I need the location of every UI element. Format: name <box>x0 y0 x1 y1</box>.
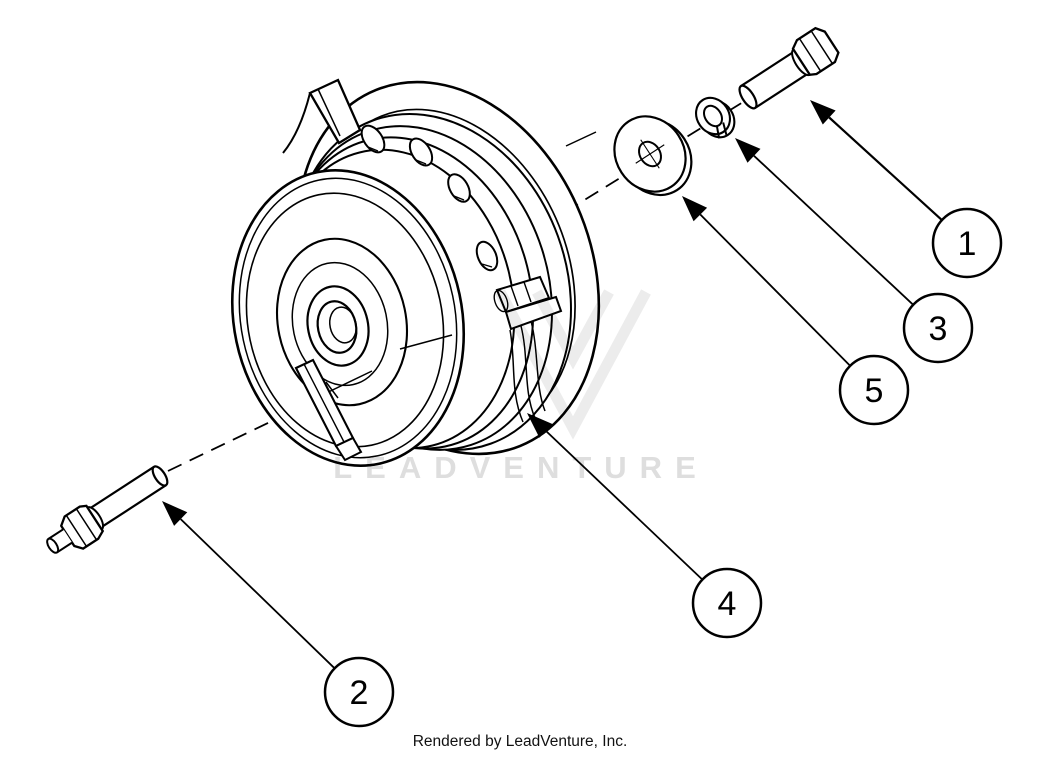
flange-holes <box>360 124 499 272</box>
anti-rotation-tab <box>282 78 362 154</box>
callout-3-number: 3 <box>929 310 948 348</box>
leader-arrow-4 <box>527 413 704 581</box>
clutch-assembly <box>230 78 601 467</box>
leader-arrow-5 <box>682 196 851 367</box>
watermark-text: LEADVENTURE <box>333 450 709 485</box>
callout-4-number: 4 <box>718 585 737 623</box>
callout-1[interactable]: 1 <box>931 207 1003 279</box>
callout-4[interactable]: 4 <box>691 567 763 639</box>
lock-washer <box>695 96 736 139</box>
footer-credit: Rendered by LeadVenture, Inc. <box>412 733 628 750</box>
hex-bolt-bottom <box>46 465 169 554</box>
callout-5[interactable]: 5 <box>838 354 910 426</box>
leader-arrow-3 <box>735 138 914 306</box>
watermark-logo <box>495 289 651 440</box>
flat-washer <box>613 115 693 197</box>
leader-arrow-1 <box>810 100 943 221</box>
callout-5-number: 5 <box>865 372 884 410</box>
hex-bolt-top <box>738 26 840 110</box>
lower-bracket <box>294 358 363 462</box>
leader-arrow-2 <box>162 501 336 669</box>
watermark: LEADVENTURE <box>333 289 709 485</box>
leader-arrows <box>162 100 943 669</box>
callout-1-number: 1 <box>958 225 977 263</box>
callout-2[interactable]: 2 <box>323 656 395 728</box>
callout-2-number: 2 <box>350 674 369 712</box>
callout-3[interactable]: 3 <box>902 292 974 364</box>
